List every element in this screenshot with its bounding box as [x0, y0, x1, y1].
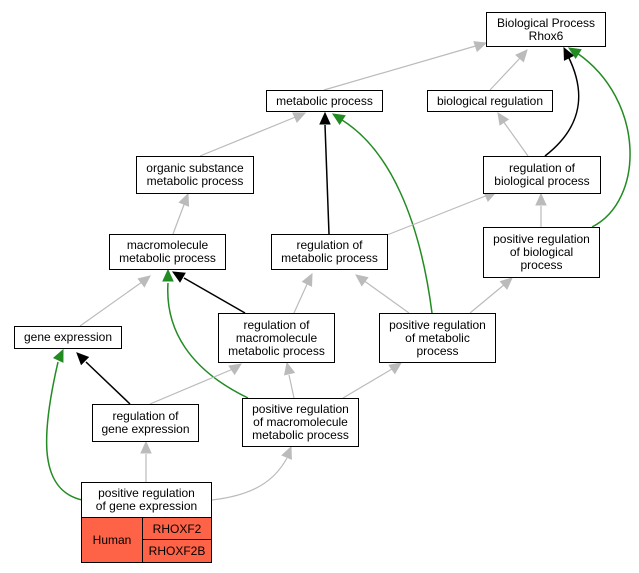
node-positive-regulation-of-macromolecule-metabolic-process[interactable]: positive regulation of macromolecule met…	[242, 398, 359, 447]
node-label-line: Rhox6	[528, 28, 564, 43]
arrowhead	[228, 363, 243, 376]
edge-posregmacro-to-regmacro	[283, 361, 296, 399]
edge-posregmetab-to-regmetab	[355, 274, 410, 314]
species-organism-label: Human	[92, 533, 132, 547]
node-macromolecule-metabolic-process[interactable]: macromolecule metabolic process	[109, 234, 226, 270]
node-label-line: metabolic process	[281, 251, 378, 265]
node-label-line: process	[416, 343, 459, 358]
node-label-line: gene expression	[101, 422, 190, 436]
species-gene-cell[interactable]: RHOXF2	[143, 518, 211, 540]
node-regulation-of-macromolecule-metabolic-process[interactable]: regulation of macromolecule metabolic pr…	[218, 313, 335, 363]
arrowhead	[515, 49, 528, 63]
edge-posreggene-to-posregmacro	[211, 445, 292, 501]
arrowhead	[301, 272, 313, 287]
node-label-line: positive regulation	[389, 317, 486, 332]
species-gene-label: RHOXF2B	[148, 544, 206, 558]
arrowhead	[178, 192, 190, 207]
edge-bioreg-to-root	[489, 49, 528, 91]
node-label-line: organic substance	[146, 161, 244, 175]
node-label-line: regulation of	[296, 238, 363, 252]
arrowhead	[283, 361, 296, 376]
edge-regmacro-to-macro	[171, 271, 246, 314]
edge-posregmacro-to-macro	[162, 268, 249, 399]
node-label-line: metabolic process	[228, 343, 325, 358]
node-label-line: of macromolecule	[253, 415, 348, 429]
edge-regbio-to-bioreg	[497, 111, 529, 157]
node-gene-expression[interactable]: gene expression	[14, 326, 122, 349]
node-biological-process-root[interactable]: Biological Process Rhox6	[486, 12, 606, 47]
arrowhead	[162, 268, 174, 282]
node-regulation-of-gene-expression[interactable]: regulation of gene expression	[92, 404, 199, 442]
node-label-line: regulation of	[243, 317, 310, 332]
edge-metabolic-to-root	[323, 41, 488, 91]
arrowhead	[281, 445, 292, 460]
edge-posregbio-to-regbio	[535, 192, 547, 227]
edge-reggene-to-regmacro	[149, 363, 243, 405]
node-label-line: Biological Process	[496, 15, 596, 30]
species-gene-cell[interactable]: RHOXF2B	[143, 540, 211, 562]
arrowhead	[355, 274, 369, 287]
node-label-line: metabolic process	[119, 251, 216, 265]
node-label-line: biological regulation	[436, 93, 544, 108]
node-regulation-of-metabolic-process[interactable]: regulation of metabolic process	[271, 234, 388, 270]
species-annotation-table: Human RHOXF2 RHOXF2B	[81, 517, 212, 563]
node-organic-substance-metabolic-process[interactable]: organic substance metabolic process	[136, 156, 254, 194]
edge-regmetab-to-regbio	[381, 191, 498, 238]
node-label-line: macromolecule	[126, 238, 209, 252]
node-label-line: metabolic process	[146, 174, 244, 188]
edge-posregbio-to-root	[567, 47, 631, 228]
arrowhead	[319, 111, 331, 125]
arrowhead	[52, 348, 64, 363]
node-label-line: of gene expression	[95, 499, 198, 513]
node-label-line: biological process	[494, 174, 590, 188]
edge-gene-to-macro	[79, 275, 151, 327]
edge-regbio-to-root	[544, 46, 580, 157]
arrowhead	[171, 271, 186, 283]
arrowhead	[140, 440, 152, 454]
arrowhead	[76, 352, 90, 366]
node-positive-regulation-of-metabolic-process[interactable]: positive regulation of metabolic process	[379, 313, 496, 363]
edge-regmacro-to-regmetab	[293, 272, 313, 314]
arrowhead	[137, 275, 151, 288]
edge-posreggene-to-gene	[45, 348, 83, 501]
arrowhead	[497, 111, 510, 126]
node-label-line: metabolic process	[276, 93, 373, 108]
node-label-line: regulation of	[508, 161, 576, 175]
node-positive-regulation-of-biological-process[interactable]: positive regulation of biological proces…	[483, 227, 600, 278]
arrowhead	[388, 362, 402, 375]
edge-posregmetab-to-posregbio	[469, 277, 513, 314]
node-label-line: of biological	[509, 245, 574, 259]
node-label-line: positive regulation	[252, 402, 349, 416]
arrowhead	[331, 113, 346, 126]
node-metabolic-process[interactable]: metabolic process	[266, 90, 383, 112]
node-label-line: regulation of	[112, 409, 179, 423]
node-regulation-of-biological-process[interactable]: regulation of biological process	[483, 156, 601, 194]
node-label-line: positive regulation	[493, 232, 590, 246]
species-gene-label: RHOXF2	[152, 521, 202, 536]
arrowhead	[535, 192, 547, 206]
node-label-line: macromolecule	[235, 330, 318, 345]
node-biological-regulation[interactable]: biological regulation	[427, 90, 553, 112]
node-label-line: of metabolic	[405, 330, 470, 345]
edge-organic-to-metabolic	[199, 112, 307, 157]
edge-regmetab-to-metabolic	[319, 111, 331, 235]
arrowhead	[567, 47, 582, 60]
edge-reggene-to-gene	[76, 352, 131, 405]
arrowhead	[292, 112, 307, 123]
arrowhead	[473, 41, 488, 53]
node-label-line: positive regulation	[98, 486, 195, 500]
node-label-line: process	[520, 258, 563, 272]
edge-posregmacro-to-posregmetab	[342, 362, 402, 399]
arrowhead	[499, 277, 513, 290]
edge-posregmetab-to-metabolic	[331, 113, 433, 314]
edge-posreggene-to-reggene	[140, 440, 152, 482]
edge-macro-to-organic	[172, 192, 190, 235]
node-positive-regulation-of-gene-expression[interactable]: positive regulation of gene expression	[81, 482, 212, 518]
node-label-line: metabolic process	[252, 428, 349, 442]
species-organism-cell: Human	[82, 518, 143, 562]
arrowhead	[563, 46, 575, 61]
node-label-line: gene expression	[23, 330, 113, 344]
